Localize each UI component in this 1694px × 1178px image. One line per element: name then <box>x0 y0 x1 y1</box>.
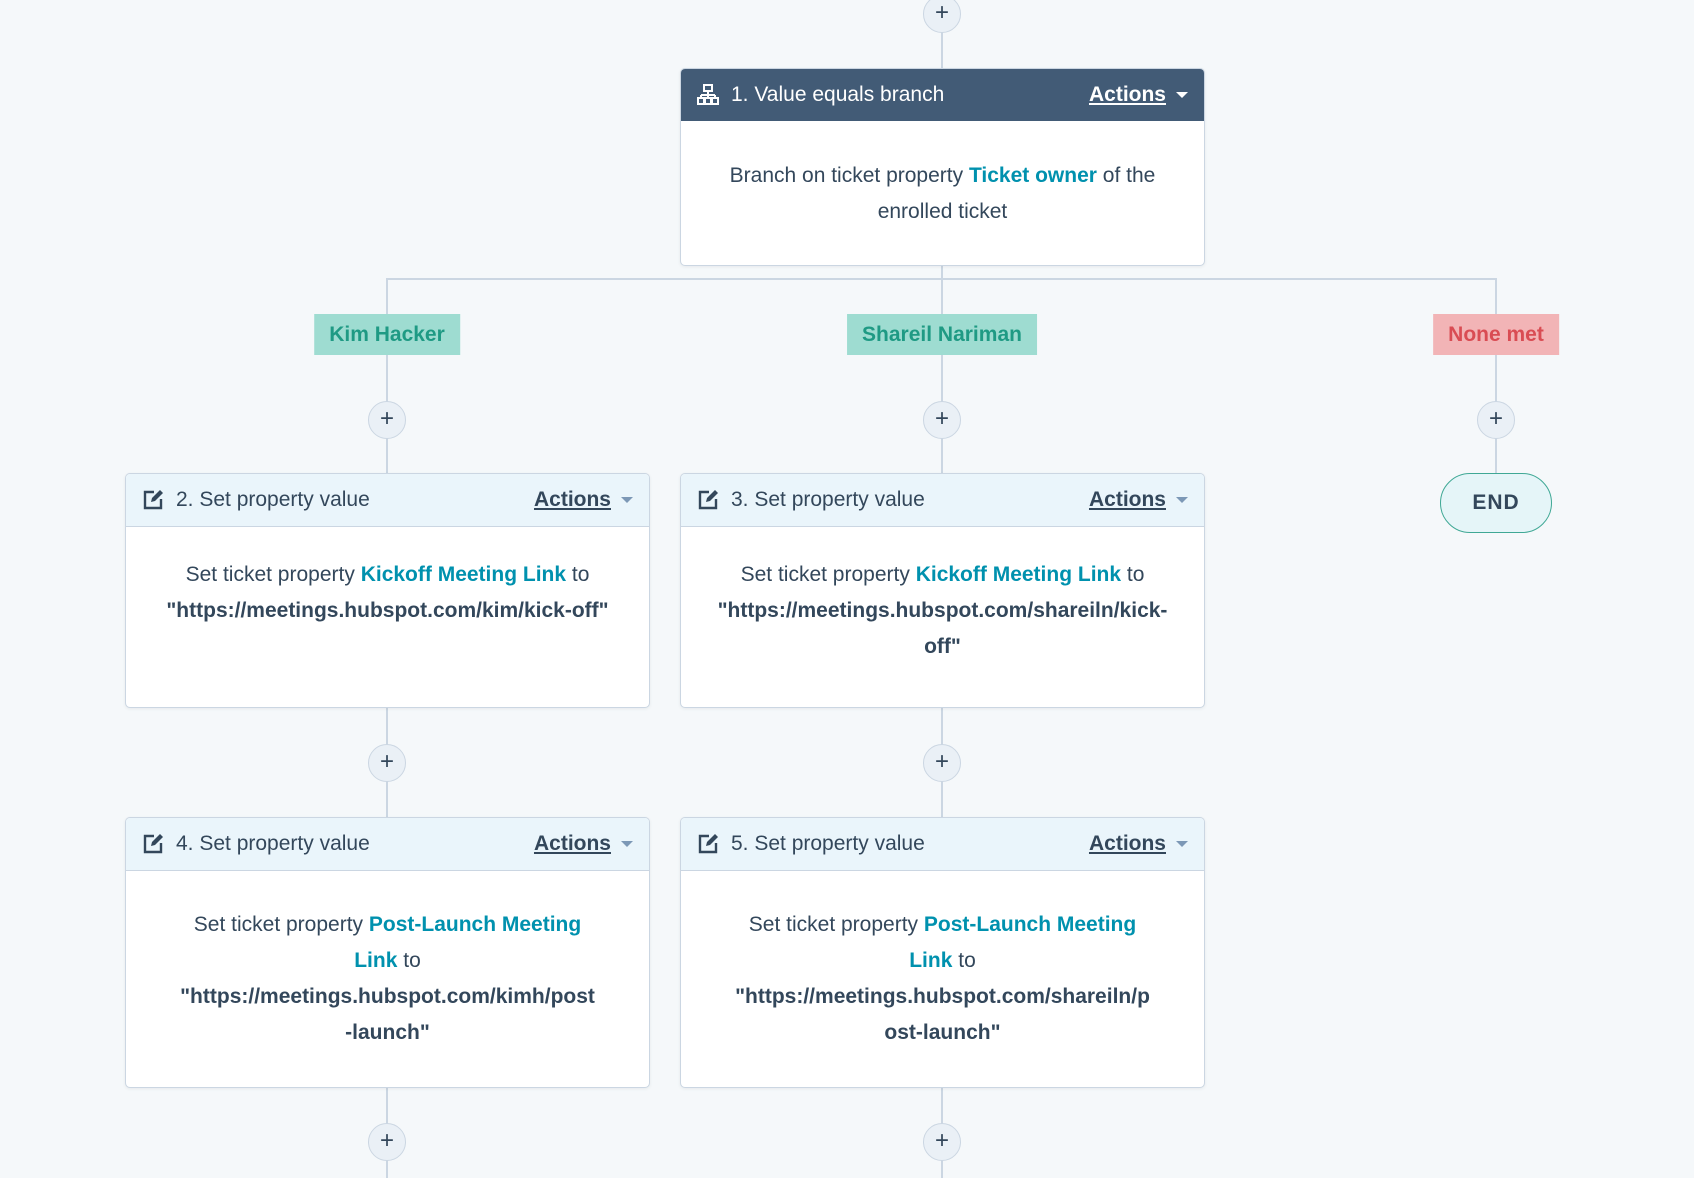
body-text: Branch on ticket property <box>729 164 964 187</box>
card-header: 3. Set property value Actions <box>681 474 1204 527</box>
property-value: "https://meetings.hubspot.com/shareiln/k… <box>717 599 1168 658</box>
actions-label[interactable]: Actions <box>1088 488 1166 511</box>
edit-icon <box>697 488 721 512</box>
branch-label-kim-hacker[interactable]: Kim Hacker <box>314 314 460 355</box>
card-body: Set ticket property Post-Launch Meeting … <box>126 871 649 1051</box>
actions-dropdown[interactable]: Actions <box>1089 83 1188 107</box>
add-action-button[interactable]: + <box>923 744 961 782</box>
edit-icon <box>142 832 166 856</box>
set-property-card[interactable]: 5. Set property value Actions Set ticket… <box>680 817 1205 1088</box>
branch-icon <box>697 83 721 107</box>
property-name: Kickoff Meeting Link <box>915 563 1122 586</box>
body-text: of the enrolled ticket <box>877 164 1156 223</box>
card-header: 1. Value equals branch Actions <box>681 69 1204 121</box>
card-body: Set ticket property Kickoff Meeting Link… <box>681 527 1204 665</box>
actions-label[interactable]: Actions <box>533 832 611 855</box>
actions-dropdown[interactable]: Actions <box>1089 832 1188 856</box>
actions-label[interactable]: Actions <box>1088 832 1166 855</box>
edit-icon <box>697 832 721 856</box>
actions-dropdown[interactable]: Actions <box>1089 488 1188 512</box>
edit-icon <box>142 488 166 512</box>
caret-down-icon[interactable] <box>1176 841 1188 847</box>
property-name: Post-Launch Meeting Link <box>354 913 582 972</box>
connector-line <box>941 0 943 68</box>
add-action-button[interactable]: + <box>368 744 406 782</box>
card-title[interactable]: 2. Set property value <box>176 488 370 511</box>
card-body: Set ticket property Kickoff Meeting Link… <box>126 527 649 629</box>
property-value: "https://meetings.hubspot.com/kim/kick-o… <box>166 599 609 622</box>
actions-dropdown[interactable]: Actions <box>534 832 633 856</box>
property-name: Post-Launch Meeting Link <box>909 913 1137 972</box>
caret-down-icon[interactable] <box>1176 92 1188 98</box>
set-property-card[interactable]: 4. Set property value Actions Set ticket… <box>125 817 650 1088</box>
add-action-button[interactable]: + <box>923 401 961 439</box>
card-title[interactable]: 1. Value equals branch <box>731 83 945 106</box>
body-text: to <box>403 949 421 972</box>
add-action-button[interactable]: + <box>1477 401 1515 439</box>
connector-line <box>386 278 388 474</box>
add-action-button[interactable]: + <box>368 401 406 439</box>
card-header: 5. Set property value Actions <box>681 818 1204 871</box>
branch-label-none-met[interactable]: None met <box>1433 314 1559 355</box>
branch-action-card[interactable]: 1. Value equals branch Actions Branch on… <box>680 68 1205 266</box>
body-text: Set ticket property <box>748 913 919 936</box>
end-node: END <box>1440 473 1552 533</box>
actions-dropdown[interactable]: Actions <box>534 488 633 512</box>
add-action-button[interactable]: + <box>923 0 961 33</box>
body-text: Set ticket property <box>740 563 910 586</box>
card-title[interactable]: 4. Set property value <box>176 832 370 855</box>
body-text: to <box>958 949 976 972</box>
body-text: to <box>571 563 590 586</box>
connector-line <box>941 264 943 279</box>
branch-label-shareil-nariman[interactable]: Shareil Nariman <box>847 314 1037 355</box>
connector-line <box>941 278 943 474</box>
actions-label[interactable]: Actions <box>533 488 611 511</box>
property-name: Kickoff Meeting Link <box>360 563 567 586</box>
body-text: to <box>1126 563 1145 586</box>
card-body: Set ticket property Post-Launch Meeting … <box>681 871 1204 1051</box>
add-action-button[interactable]: + <box>923 1123 961 1161</box>
set-property-card[interactable]: 3. Set property value Actions Set ticket… <box>680 473 1205 708</box>
card-title[interactable]: 3. Set property value <box>731 488 925 511</box>
body-text: Set ticket property <box>193 913 364 936</box>
caret-down-icon[interactable] <box>621 841 633 847</box>
connector-line <box>1495 278 1497 474</box>
body-text: Set ticket property <box>185 563 355 586</box>
add-action-button[interactable]: + <box>368 1123 406 1161</box>
card-body: Branch on ticket property Ticket owner o… <box>681 121 1204 230</box>
actions-label[interactable]: Actions <box>1088 83 1166 106</box>
caret-down-icon[interactable] <box>621 497 633 503</box>
property-value: "https://meetings.hubspot.com/kimh/post-… <box>180 985 595 1044</box>
property-value: "https://meetings.hubspot.com/shareiln/p… <box>735 985 1150 1044</box>
card-header: 4. Set property value Actions <box>126 818 649 871</box>
property-name: Ticket owner <box>968 164 1097 187</box>
card-header: 2. Set property value Actions <box>126 474 649 527</box>
card-title[interactable]: 5. Set property value <box>731 832 925 855</box>
caret-down-icon[interactable] <box>1176 497 1188 503</box>
set-property-card[interactable]: 2. Set property value Actions Set ticket… <box>125 473 650 708</box>
